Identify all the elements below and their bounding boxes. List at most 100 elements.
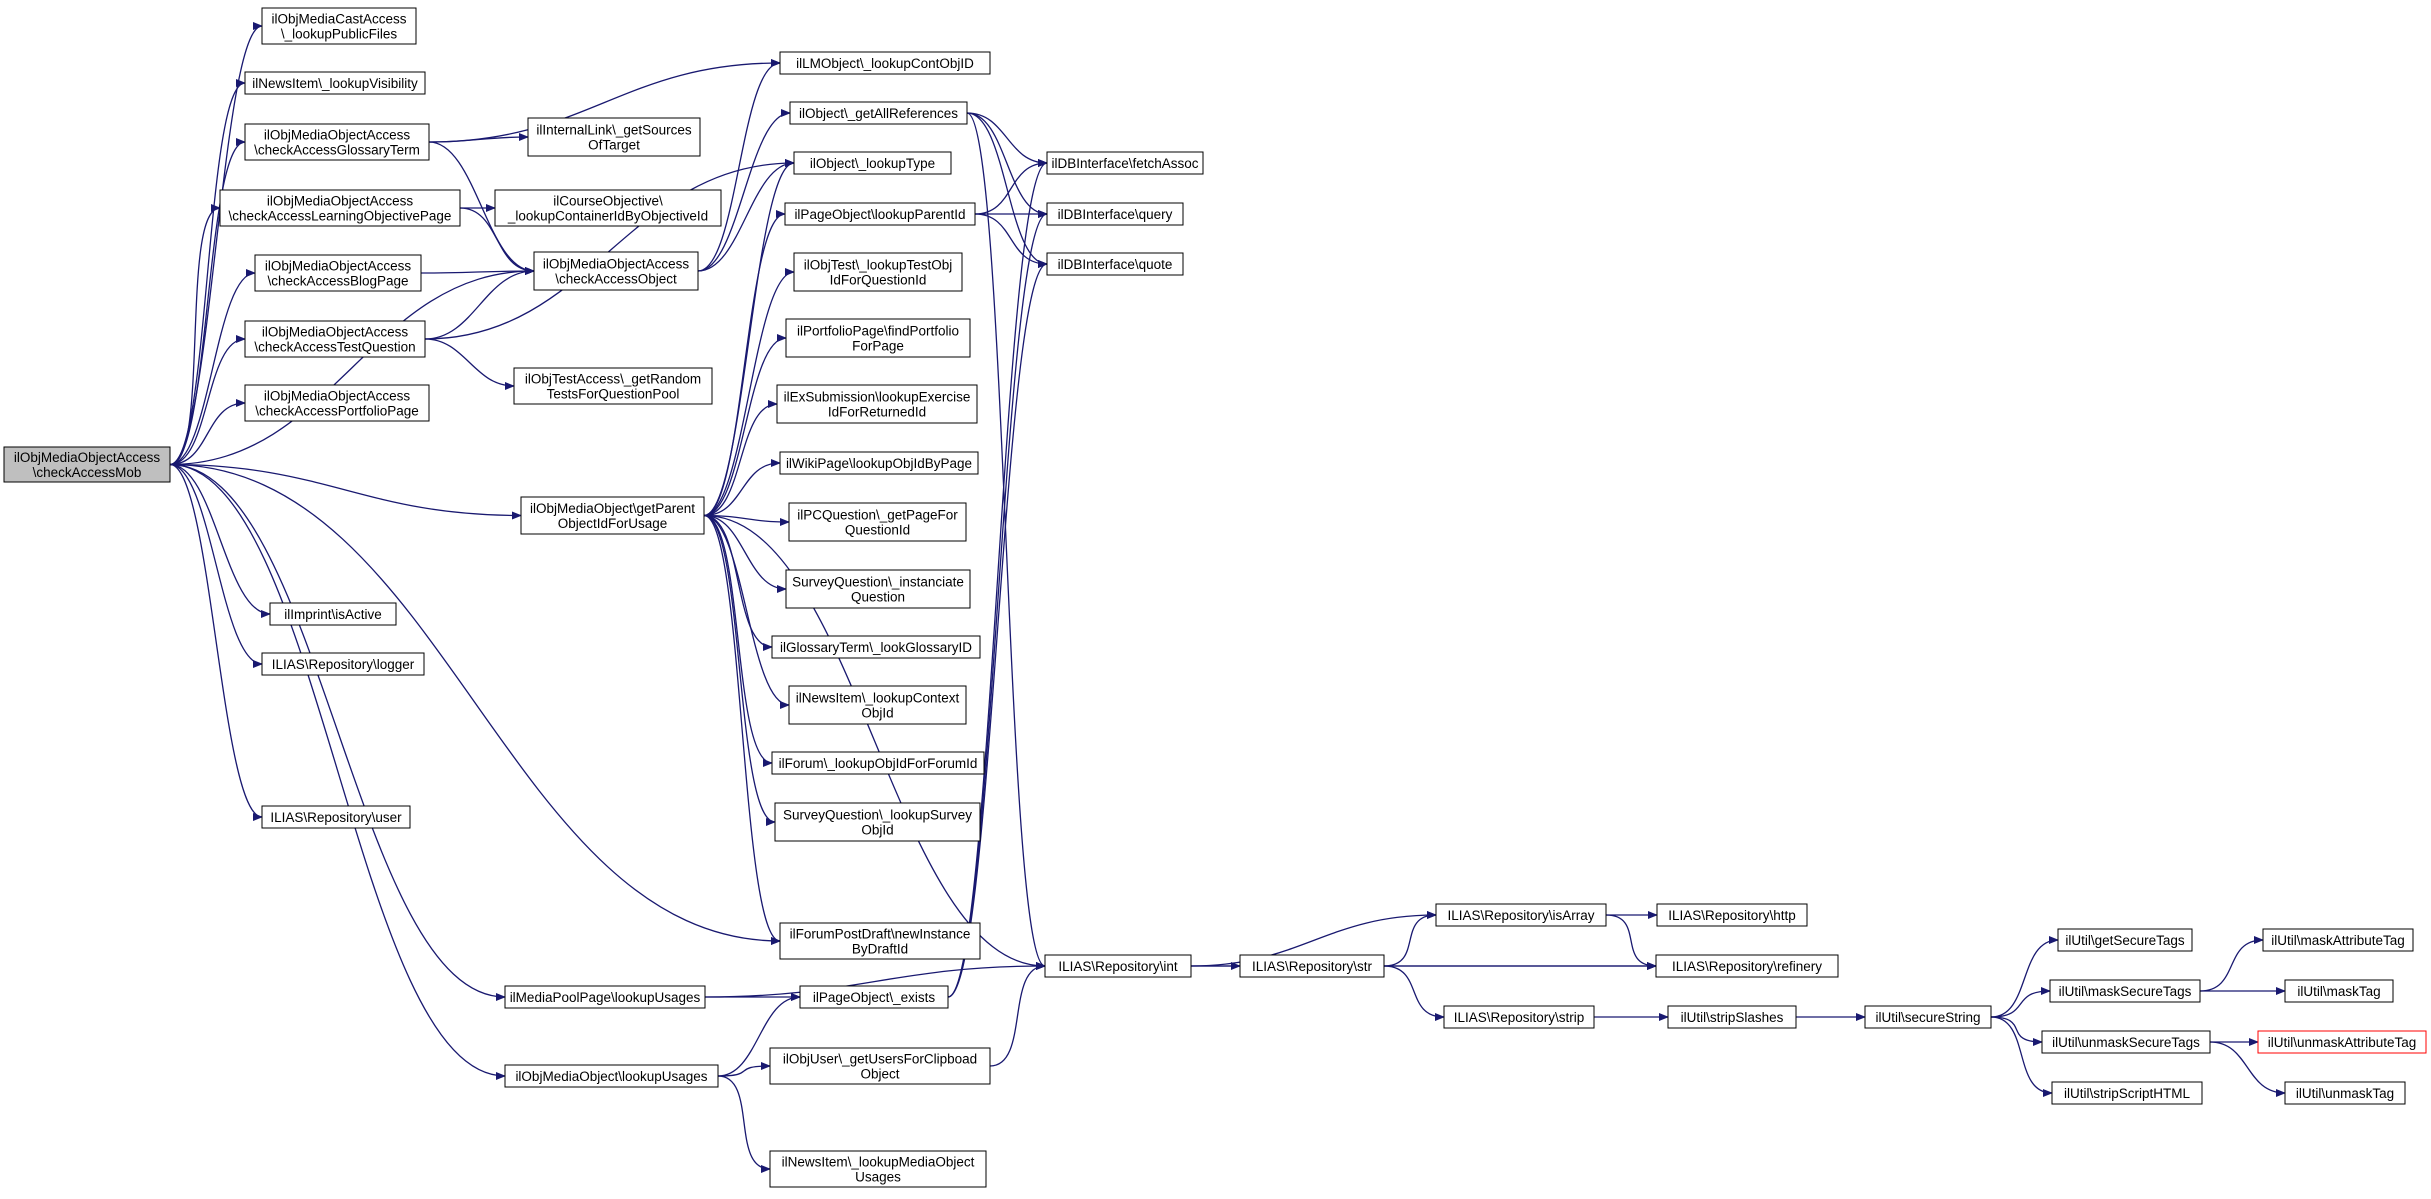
node-box [261,7,417,45]
node-isArray[interactable]: ILIAS\Repository\isArray [1435,903,1607,927]
node-moLookup[interactable]: ilObjMediaObject\lookupUsages [504,1064,719,1088]
node-label: SurveyQuestion\_instanciate [792,575,964,590]
node-repoStrip[interactable]: ILIAS\Repository\strip [1443,1005,1595,1029]
node-testRandom[interactable]: ilObjTestAccess\_getRandomTestsForQuesti… [513,367,713,405]
node-box [2257,1030,2427,1054]
node-label: ilObjMediaCastAccess [271,12,406,27]
node-box [504,1064,719,1088]
node-label: ilPageObject\_exists [813,990,936,1005]
node-label: ILIAS\Repository\logger [272,657,415,672]
node-label: \_lookupPublicFiles [281,27,398,42]
node-pageParent[interactable]: ilPageObject\lookupParentId [784,202,976,226]
node-label: ilImprint\isActive [284,607,382,622]
node-box [784,202,976,226]
edge-learnObj-to-checkAccessObj [459,207,535,275]
node-quote[interactable]: ilDBInterface\quote [1046,252,1184,276]
node-box [769,1150,987,1188]
node-stripScript[interactable]: ilUtil\stripScriptHTML [2051,1081,2203,1105]
node-query[interactable]: ilDBInterface\query [1046,202,1184,226]
edge-checkAccessObj-to-lmCont [697,59,781,272]
edge-secureString-to-stripScript [1990,1016,2053,1097]
node-getSecureTags[interactable]: ilUtil\getSecureTags [2057,928,2193,952]
node-label: Object [860,1067,899,1082]
node-maskSecure[interactable]: ilUtil\maskSecureTags [2049,979,2201,1003]
node-label: SurveyQuestion\_lookupSurvey [783,808,972,823]
node-box [527,117,701,157]
node-stripSlashes[interactable]: ilUtil\stripSlashes [1667,1005,1797,1029]
node-glossTerm[interactable]: ilObjMediaObjectAccess\checkAccessGlossa… [244,123,430,161]
node-box [1443,1005,1595,1029]
node-http[interactable]: ILIAS\Repository\http [1656,903,1808,927]
node-forum[interactable]: ilForum\_lookupObjIdForForumId [771,751,985,775]
node-getAllRefs[interactable]: ilObject\_getAllReferences [789,101,968,125]
node-maskTag[interactable]: ilUtil\maskTag [2284,979,2394,1003]
node-label: IdForReturnedId [828,405,926,420]
node-exSub[interactable]: ilExSubmission\lookupExerciseIdForReturn… [776,384,978,424]
node-box [254,254,422,292]
edge-getParent-to-forumDraft [703,514,781,945]
node-fetchAssoc[interactable]: ilDBInterface\fetchAssoc [1046,151,1204,175]
edge-getParent-to-surveyLook [703,514,776,826]
node-unmaskSecure[interactable]: ilUtil\unmaskSecureTags [2041,1030,2211,1054]
node-box [771,635,981,659]
node-blogPage[interactable]: ilObjMediaObjectAccess\checkAccessBlogPa… [254,254,422,292]
node-box [3,446,171,483]
node-courseObj[interactable]: ilCourseObjective\_lookupContainerIdByOb… [494,189,722,227]
node-wiki[interactable]: ilWikiPage\lookupObjIdByPage [779,451,979,475]
node-getParent[interactable]: ilObjMediaObject\getParentObjectIdForUsa… [520,496,705,535]
node-glossLook[interactable]: ilGlossaryTerm\_lookGlossaryID [771,635,981,659]
node-label: \checkAccessObject [555,272,677,287]
edge-glossTerm-to-internalLink [428,133,529,143]
node-label: ilForum\_lookupObjIdForForumId [779,756,978,771]
node-castPublic[interactable]: ilObjMediaCastAccess\_lookupPublicFiles [261,7,417,45]
node-repoStr[interactable]: ILIAS\Repository\str [1239,954,1385,978]
edge-root-to-learnObj [169,204,221,466]
node-label: OfTarget [588,138,640,153]
node-checkAccessObj[interactable]: ilObjMediaObjectAccess\checkAccessObject [533,251,699,291]
edge-root-to-getParent [169,463,522,520]
node-secureString[interactable]: ilUtil\secureString [1864,1005,1992,1029]
node-box [1435,903,1607,927]
node-logger[interactable]: ILIAS\Repository\logger [261,652,425,676]
node-lmCont[interactable]: ilLMObject\_lookupContObjID [779,51,991,75]
node-unmaskTag[interactable]: ilUtil\unmaskTag [2284,1081,2406,1105]
node-user[interactable]: ILIAS\Repository\user [261,805,411,829]
node-refinery[interactable]: ILIAS\Repository\refinery [1655,954,1839,978]
node-testQ[interactable]: ilObjMediaObjectAccess\checkAccessTestQu… [244,320,426,358]
node-box [793,252,963,292]
node-box [2284,1081,2406,1105]
node-portfolio[interactable]: ilObjMediaObjectAccess\checkAccessPortfo… [244,384,430,422]
edge-blogPage-to-checkAccessObj [420,267,535,276]
node-box [776,384,978,424]
node-imprint[interactable]: ilImprint\isActive [269,602,397,626]
node-label: ilUtil\maskAttributeTag [2271,933,2405,948]
node-repoInt[interactable]: ILIAS\Repository\int [1044,954,1192,978]
node-unmaskAttr[interactable]: ilUtil\unmaskAttributeTag [2257,1030,2427,1054]
edge-moLookup-to-pageExists [717,993,801,1077]
node-label: ilDBInterface\query [1058,207,1173,222]
node-label: ilWikiPage\lookupObjIdByPage [786,456,972,471]
node-pageExists[interactable]: ilPageObject\_exists [799,985,949,1009]
node-newsVis[interactable]: ilNewsItem\_lookupVisibility [244,71,426,95]
edge-testQ-to-lookupType [424,159,795,340]
node-maskAttr[interactable]: ilUtil\maskAttributeTag [2262,928,2414,952]
node-root[interactable]: ilObjMediaObjectAccess\checkAccessMob [3,446,171,483]
node-box [1046,252,1184,276]
node-label: \checkAccessMob [33,465,142,480]
node-lookupType[interactable]: ilObject\_lookupType [793,151,952,175]
edge-getParent-to-newsCtx [703,514,790,709]
node-mpLookup[interactable]: ilMediaPoolPage\lookupUsages [504,985,706,1009]
node-box [788,685,967,725]
node-learnObj[interactable]: ilObjMediaObjectAccess\checkAccessLearni… [219,189,461,227]
